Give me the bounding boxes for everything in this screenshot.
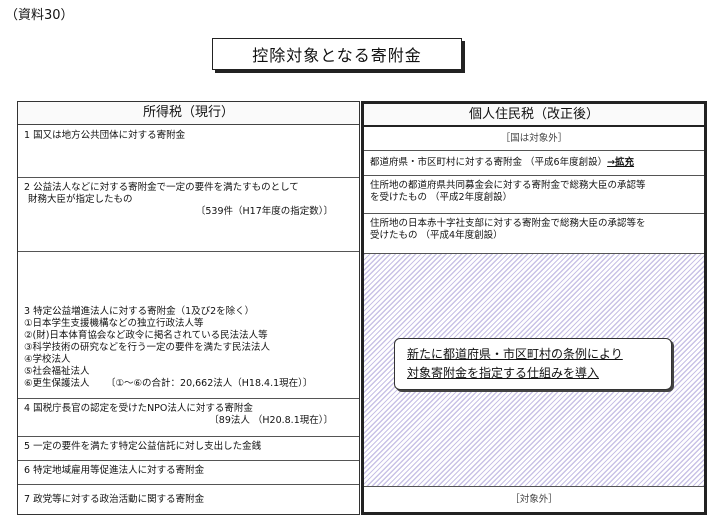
left-row-1: 1 国又は地方公共団体に対する寄附金 bbox=[18, 126, 359, 177]
left-row-3-line: ⑥更生保護法人 bbox=[24, 378, 90, 389]
resident-tax-column: 個人住民税（改正後） ［国は対象外］ 都道府県・市区町村に対する寄附金 （平成6… bbox=[361, 101, 707, 515]
resident-tax-header: 個人住民税（改正後） bbox=[364, 104, 704, 127]
left-row-3-line: ①日本学生支援機構などの独立行政法人等 bbox=[24, 318, 204, 329]
left-row-7: 7 政党等に対する政治活動に関する寄附金 bbox=[18, 484, 359, 514]
expansion-label: →拡充 bbox=[607, 157, 635, 168]
hatched-new-scheme-area: 新たに都道府県・市区町村の条例により 対象寄附金を指定する仕組みを導入 bbox=[364, 253, 704, 486]
right-row-red-cross: 住所地の日本赤十字社支部に対する寄附金で総務大臣の承認等を 受けたもの （平成4… bbox=[364, 213, 704, 253]
right-row-national: ［国は対象外］ bbox=[500, 133, 568, 144]
left-row-6: 6 特定地域雇用等促進法人に対する寄附金 bbox=[18, 460, 359, 484]
right-row-2-text: 都道府県・市区町村に対する寄附金 （平成6年度創設） bbox=[370, 157, 608, 168]
left-row-1-line: 1 国又は地方公共団体に対する寄附金 bbox=[24, 130, 186, 141]
right-row-4-line: 住所地の日本赤十字社支部に対する寄附金で総務大臣の承認等を bbox=[370, 218, 646, 229]
right-row-3-line: 住所地の都道府県共同募金会に対する寄附金で総務大臣の承認等 bbox=[370, 180, 646, 191]
income-tax-column: 所得税（現行） 1 国又は地方公共団体に対する寄附金 2 公益法人などに対する寄… bbox=[17, 101, 360, 515]
left-row-3-line: ③科学技術の研究などを行う一定の要件を満たす民法法人 bbox=[24, 342, 271, 353]
callout-line: 対象寄附金を指定する仕組みを導入 bbox=[407, 366, 600, 380]
left-row-4: 4 国税庁長官の認定を受けたNPO法人に対する寄附金 〔89法人 （H20.8.… bbox=[18, 398, 359, 436]
left-row-5-line: 5 一定の要件を満たす特定公益信託に対し支出した金銭 bbox=[24, 441, 262, 452]
left-row-5: 5 一定の要件を満たす特定公益信託に対し支出した金銭 bbox=[18, 436, 359, 460]
right-row-3-line: を受けたもの （平成2年度創設） bbox=[370, 192, 513, 203]
left-row-3-line: ④学校法人 bbox=[24, 354, 71, 365]
left-row-3-line: ⑤社会福祉法人 bbox=[24, 366, 90, 377]
new-scheme-callout: 新たに都道府県・市区町村の条例により 対象寄附金を指定する仕組みを導入 bbox=[394, 338, 672, 390]
page-title: 控除対象となる寄附金 bbox=[212, 38, 462, 70]
left-row-2-note: 〔539件（H17年度の指定数）〕 bbox=[195, 206, 333, 217]
document-label: （資料30） bbox=[5, 8, 74, 23]
right-row-prefecture-municipal: 都道府県・市区町村に対する寄附金 （平成6年度創設）→拡充 bbox=[364, 150, 704, 175]
left-row-3-line: ②(財)日本体育協会など政令に掲名されている民法法人等 bbox=[24, 330, 268, 341]
callout-line: 新たに都道府県・市区町村の条例により bbox=[407, 347, 623, 361]
left-row-2-line: 財務大臣が指定したもの bbox=[28, 194, 133, 205]
left-row-2: 2 公益法人などに対する寄附金で一定の要件を満たすものとして 財務大臣が指定した… bbox=[18, 177, 359, 251]
left-row-4-line: 4 国税庁長官の認定を受けたNPO法人に対する寄附金 bbox=[24, 403, 253, 414]
right-row-not-covered: ［対象外］ bbox=[364, 486, 704, 512]
left-row-6-line: 6 特定地域雇用等促進法人に対する寄附金 bbox=[24, 465, 205, 476]
left-row-2-line: 2 公益法人などに対する寄附金で一定の要件を満たすものとして bbox=[24, 182, 299, 193]
left-row-7-line: 7 政党等に対する政治活動に関する寄附金 bbox=[24, 494, 205, 505]
left-row-3-line: 3 特定公益増進法人に対する寄附金（1及び2を除く） bbox=[24, 306, 255, 317]
left-row-3-note: 〔①～⑥の合計：20,662法人（H18.4.1現在）〕 bbox=[106, 378, 313, 389]
income-tax-header: 所得税（現行） bbox=[18, 102, 359, 125]
left-row-4-note: 〔89法人 （H20.8.1現在）〕 bbox=[209, 415, 333, 426]
right-row-4-line: 受けたもの （平成4年度創設） bbox=[370, 230, 503, 241]
comparison-table: 所得税（現行） 1 国又は地方公共団体に対する寄附金 2 公益法人などに対する寄… bbox=[17, 101, 707, 515]
right-row-community-chest: 住所地の都道府県共同募金会に対する寄附金で総務大臣の承認等 を受けたもの （平成… bbox=[364, 175, 704, 213]
left-row-3: 3 特定公益増進法人に対する寄附金（1及び2を除く） ①日本学生支援機構などの独… bbox=[18, 251, 359, 398]
